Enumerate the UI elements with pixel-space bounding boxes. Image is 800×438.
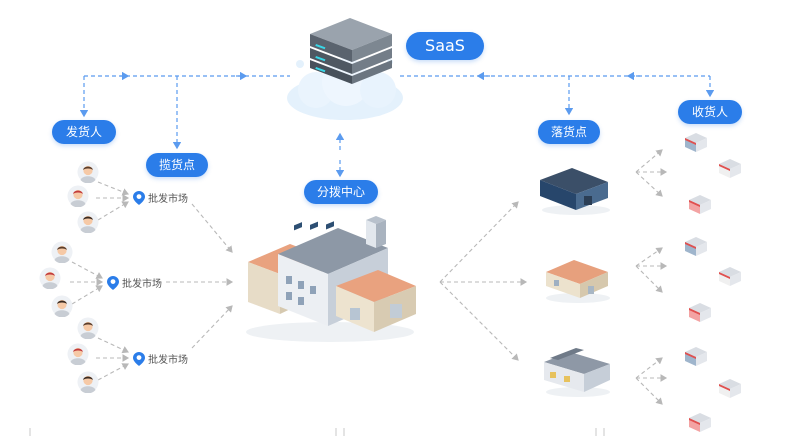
- market-label: 批发市场: [148, 355, 188, 366]
- warehouse-icon: [540, 168, 610, 215]
- shop-icon: [717, 156, 743, 180]
- person-icon: [77, 371, 99, 394]
- wholesale-market-3: 批发市场: [133, 351, 188, 366]
- pickup-point-label: 揽货点: [146, 153, 208, 177]
- location-pin-icon: [133, 351, 145, 366]
- factory-building-icon: [246, 216, 416, 342]
- shipper-label: 发货人: [52, 120, 116, 144]
- warehouse-icon: [544, 348, 610, 397]
- drop-point-label: 落货点: [538, 120, 600, 144]
- person-icon: [67, 343, 89, 366]
- person-icon: [67, 185, 89, 208]
- shop-icon: [683, 344, 709, 368]
- person-icon: [77, 317, 99, 340]
- person-icon: [77, 161, 99, 184]
- person-icon: [77, 211, 99, 234]
- person-icon: [39, 267, 61, 290]
- delivery-flow-lines: [439, 149, 668, 405]
- shop-icon: [717, 264, 743, 288]
- market-label: 批发市场: [148, 194, 188, 205]
- bottom-ticks: [29, 428, 605, 436]
- sorting-center-label: 分拨中心: [304, 180, 378, 204]
- warehouse-icon: [546, 260, 610, 303]
- server-icon: [310, 18, 392, 84]
- pickup-flow-lines: [70, 181, 234, 381]
- shop-icon: [683, 130, 709, 154]
- shop-icon: [687, 410, 713, 434]
- person-icon: [51, 295, 73, 318]
- shop-icon: [717, 376, 743, 400]
- shop-icon: [687, 300, 713, 324]
- location-pin-icon: [107, 275, 119, 290]
- location-pin-icon: [133, 190, 145, 205]
- saas-network-lines: [79, 71, 715, 178]
- shop-icon: [683, 234, 709, 258]
- shop-icon: [687, 192, 713, 216]
- receiver-label: 收货人: [678, 100, 742, 124]
- market-label: 批发市场: [122, 279, 162, 290]
- wholesale-market-2: 批发市场: [107, 275, 162, 290]
- person-icon: [51, 241, 73, 264]
- wholesale-market-1: 批发市场: [133, 190, 188, 205]
- saas-label: SaaS: [406, 32, 484, 60]
